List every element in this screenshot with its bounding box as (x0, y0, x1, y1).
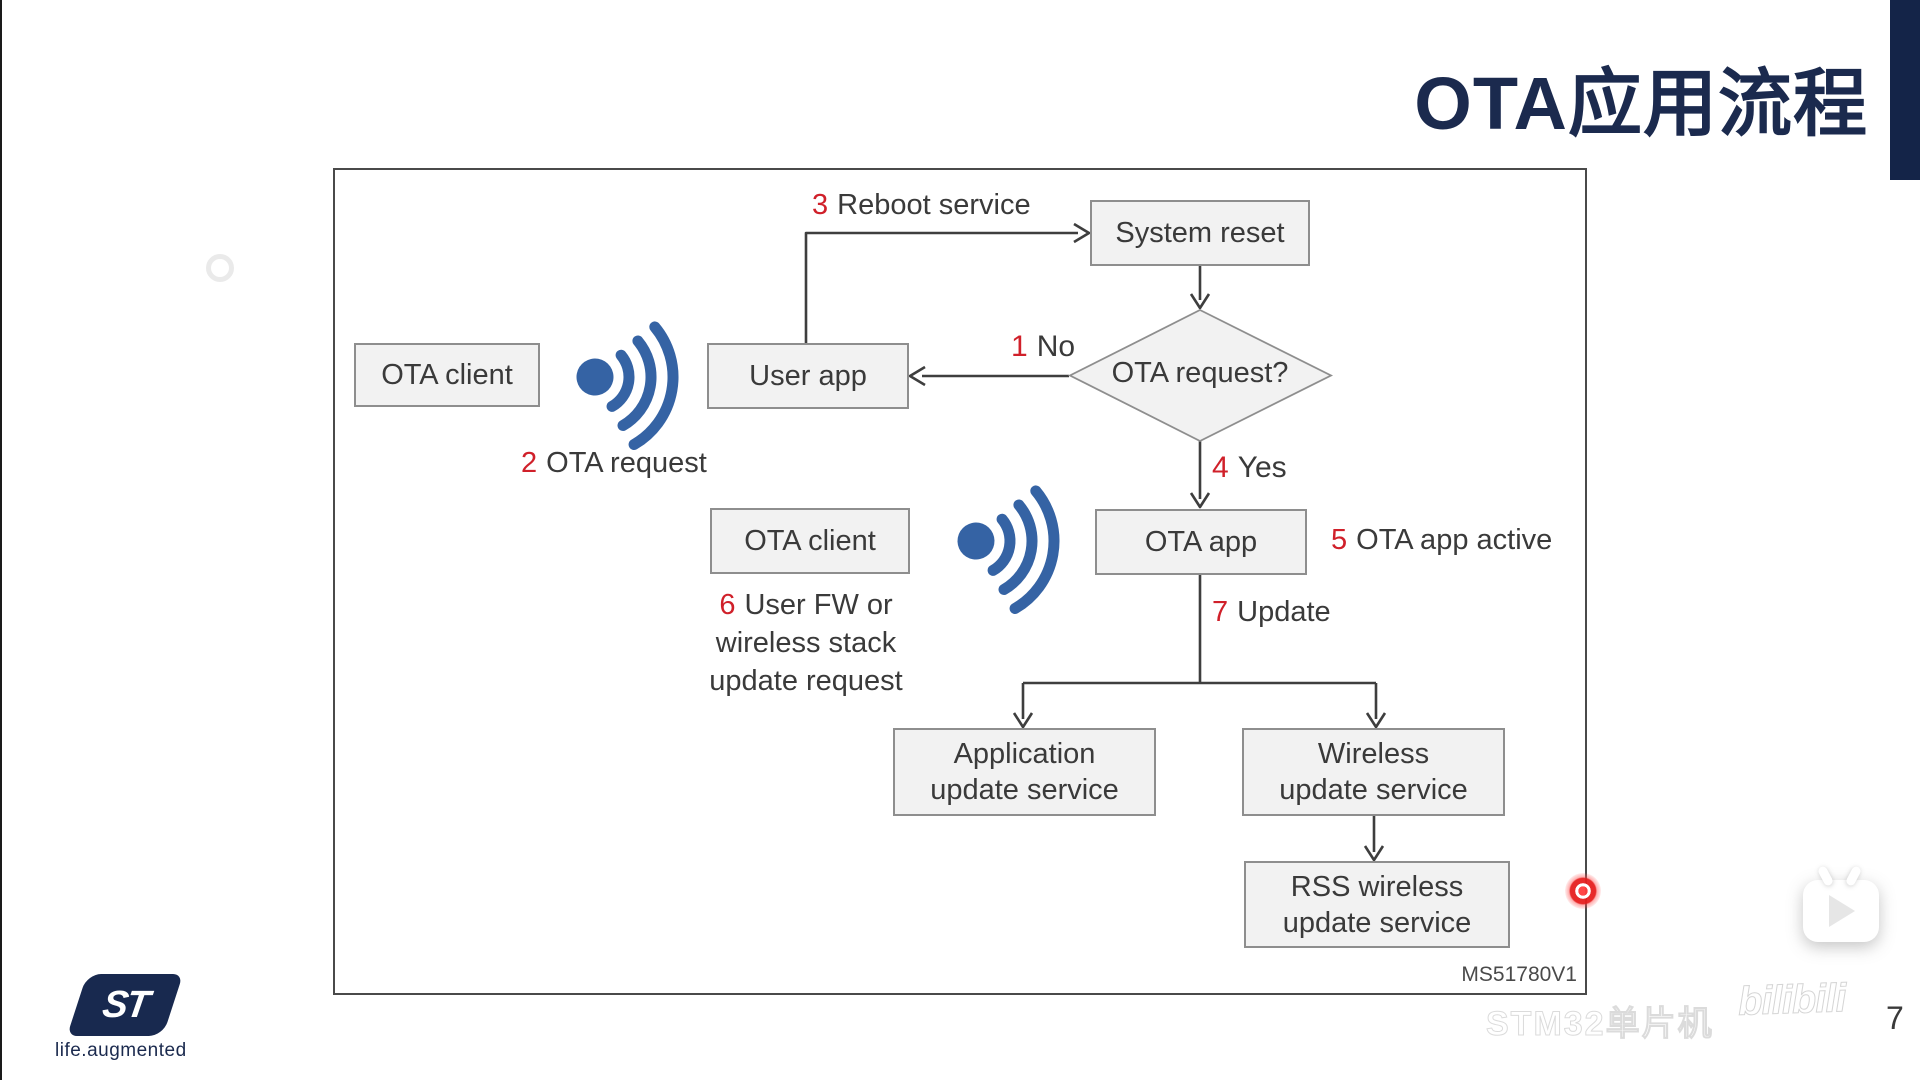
node-system-reset: System reset (1090, 200, 1310, 266)
connector-reboot (804, 231, 1078, 343)
channel-watermark: STM32单片机 (1486, 1005, 1714, 1044)
node-application-update-service: Application update service (893, 728, 1156, 816)
st-logo-tagline: life.augmented (55, 1040, 187, 1061)
screen-edge-line (0, 0, 2, 1080)
node-user-app: User app (707, 343, 909, 409)
faint-circle-artifact (206, 254, 234, 282)
arrowhead-right-icon (1073, 222, 1091, 244)
figure-id: MS51780V1 (1461, 963, 1577, 986)
arrowhead-down-icon (1365, 712, 1387, 729)
bilibili-tv-icon[interactable] (1803, 865, 1879, 942)
corner-accent-bar (1890, 0, 1920, 180)
arrowhead-down-icon (1189, 293, 1211, 310)
laser-pointer-dot (1565, 873, 1601, 909)
connector-update-split (1021, 575, 1378, 719)
node-ota-client-1: OTA client (354, 343, 540, 407)
bilibili-logo-watermark: bilibili (1737, 976, 1847, 1025)
decision-diamond (1067, 308, 1334, 443)
wifi-icon (957, 485, 1060, 615)
wifi-icon (576, 321, 679, 451)
arrowhead-left-icon (908, 365, 926, 387)
node-ota-request-label: OTA request? (1111, 357, 1289, 389)
play-triangle-icon (1829, 895, 1855, 927)
node-wireless-update-service: Wireless update service (1242, 728, 1505, 816)
page-number: 7 (1886, 1000, 1904, 1036)
arrowhead-down-icon (1012, 712, 1034, 729)
diagram-frame (333, 168, 1587, 995)
arrowhead-down-icon (1189, 492, 1211, 509)
node-ota-client-2: OTA client (710, 508, 910, 574)
node-ota-app: OTA app (1095, 509, 1307, 575)
page-title: OTA应用流程 (1414, 62, 1868, 145)
arrowhead-down-icon (1363, 845, 1385, 862)
node-rss-wireless-update-service: RSS wireless update service (1244, 861, 1510, 948)
